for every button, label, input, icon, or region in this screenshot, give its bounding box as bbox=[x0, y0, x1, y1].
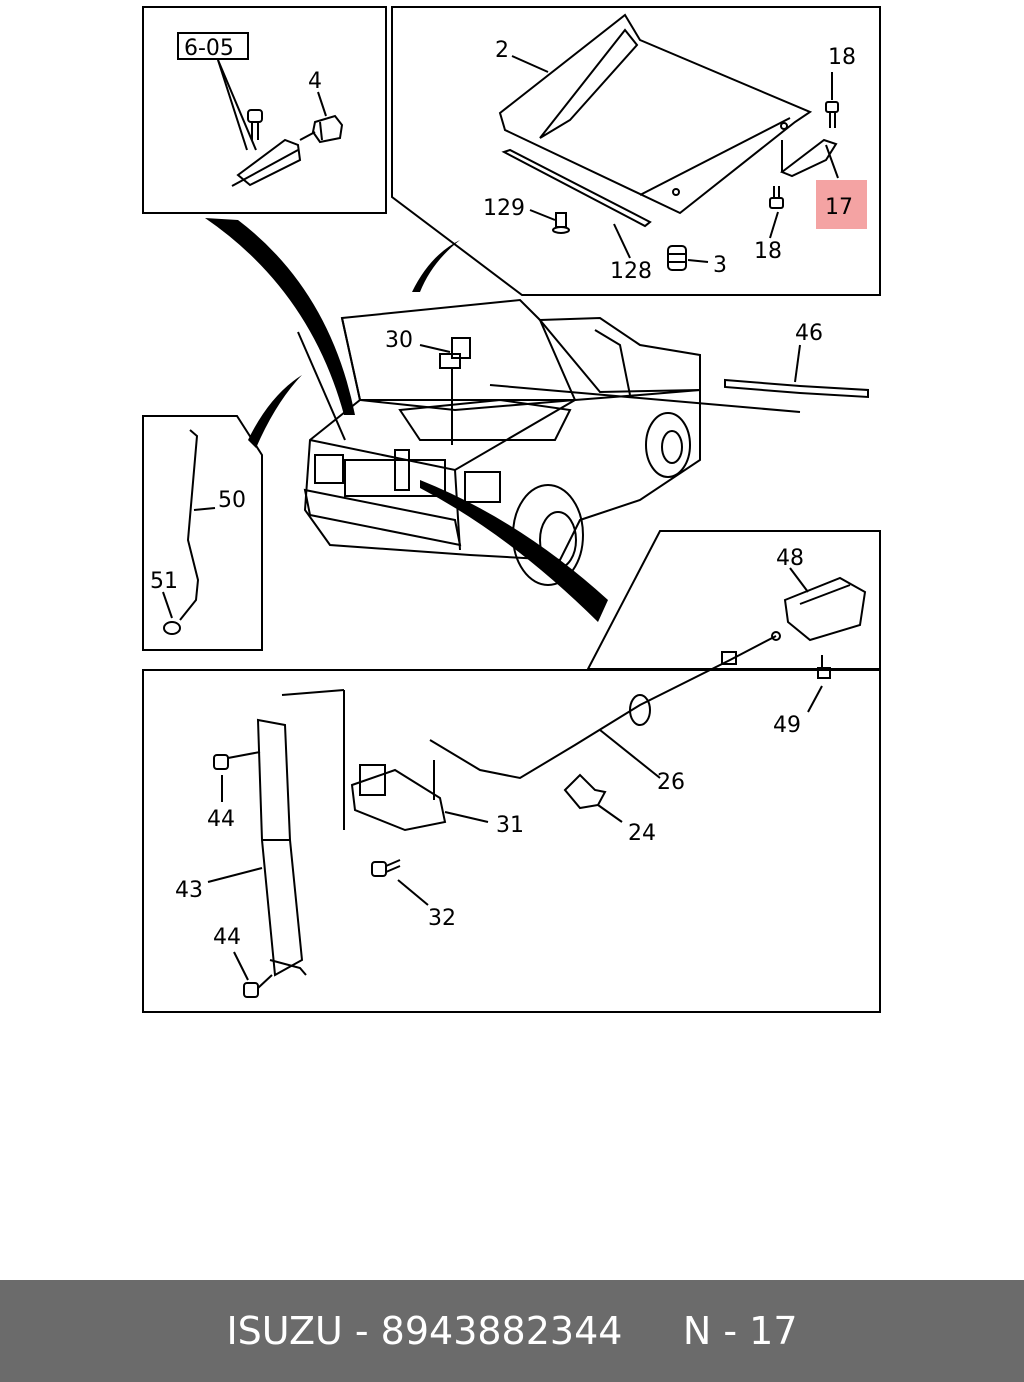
callout-43: 43 bbox=[175, 878, 203, 903]
bumper-part-3 bbox=[667, 245, 687, 271]
parts-diagram: 6-05 4 2 18 17 129 18 3 128 30 46 50 51 … bbox=[142, 6, 881, 1013]
callout-50: 50 bbox=[218, 488, 246, 513]
bolt-44-top bbox=[213, 751, 261, 770]
callout-18-bottom: 18 bbox=[754, 239, 782, 264]
release-handle-48 bbox=[783, 576, 867, 642]
callout-44-top: 44 bbox=[207, 807, 235, 832]
highlight-part-17 bbox=[816, 180, 867, 229]
callout-30: 30 bbox=[385, 328, 413, 353]
panel-left bbox=[142, 415, 263, 651]
footer-page-ref: N - 17 bbox=[682, 1309, 798, 1353]
callout-128: 128 bbox=[610, 259, 652, 284]
bolt-44-bottom bbox=[243, 974, 273, 998]
cable-clip-24 bbox=[563, 773, 607, 810]
callout-32: 32 bbox=[428, 906, 456, 931]
callout-51: 51 bbox=[150, 569, 178, 594]
callout-labels: 6-05 4 2 18 17 129 18 3 128 30 46 50 51 … bbox=[150, 36, 856, 950]
weatherstrip-part bbox=[501, 148, 652, 228]
callout-46: 46 bbox=[795, 321, 823, 346]
footer-brand: ISUZU bbox=[226, 1309, 343, 1353]
screw-49 bbox=[817, 655, 831, 679]
callout-129: 129 bbox=[483, 196, 525, 221]
callout-31: 31 bbox=[496, 813, 524, 838]
panel-cable-end bbox=[586, 530, 881, 670]
hood-latch-31 bbox=[350, 760, 447, 832]
hinge-part bbox=[779, 138, 838, 178]
callout-3: 3 bbox=[713, 253, 727, 278]
callout-18-top: 18 bbox=[828, 45, 856, 70]
callout-48: 48 bbox=[776, 546, 804, 571]
footer-part-number: 8943882344 bbox=[380, 1309, 623, 1353]
truck-illustration bbox=[297, 298, 701, 586]
callout-4: 4 bbox=[308, 69, 322, 94]
bracket-part bbox=[236, 138, 302, 187]
grommet-51 bbox=[163, 621, 181, 635]
callout-49: 49 bbox=[773, 713, 801, 738]
callout-17: 17 bbox=[825, 195, 853, 220]
callout-26: 26 bbox=[657, 770, 685, 795]
bolt-18-top bbox=[825, 101, 839, 128]
part-30 bbox=[439, 337, 471, 369]
support-bracket-43 bbox=[256, 689, 345, 977]
panel-latch bbox=[142, 669, 881, 1013]
footer-separator: - bbox=[342, 1309, 381, 1353]
strip-part-46 bbox=[724, 378, 869, 399]
bolt-32 bbox=[371, 859, 401, 877]
footer-bar: ISUZU - 8943882344 N - 17 bbox=[0, 1280, 1024, 1382]
panel-top-left bbox=[142, 6, 387, 214]
footer-gap bbox=[622, 1309, 682, 1353]
callout-24: 24 bbox=[628, 821, 656, 846]
bolt-part bbox=[247, 109, 263, 140]
hood-part bbox=[498, 13, 813, 215]
connector-wedges bbox=[205, 218, 608, 622]
ref-box bbox=[177, 32, 249, 60]
prop-rod-part bbox=[179, 429, 200, 621]
clip-part-4 bbox=[311, 114, 344, 144]
panel-hood bbox=[391, 6, 881, 296]
bolt-18-bottom bbox=[769, 186, 784, 209]
fastener-129 bbox=[552, 212, 570, 234]
release-cable-26 bbox=[429, 635, 777, 780]
callout-44-bottom: 44 bbox=[213, 925, 241, 950]
callout-2: 2 bbox=[495, 38, 509, 63]
ref-label: 6-05 bbox=[184, 36, 234, 61]
